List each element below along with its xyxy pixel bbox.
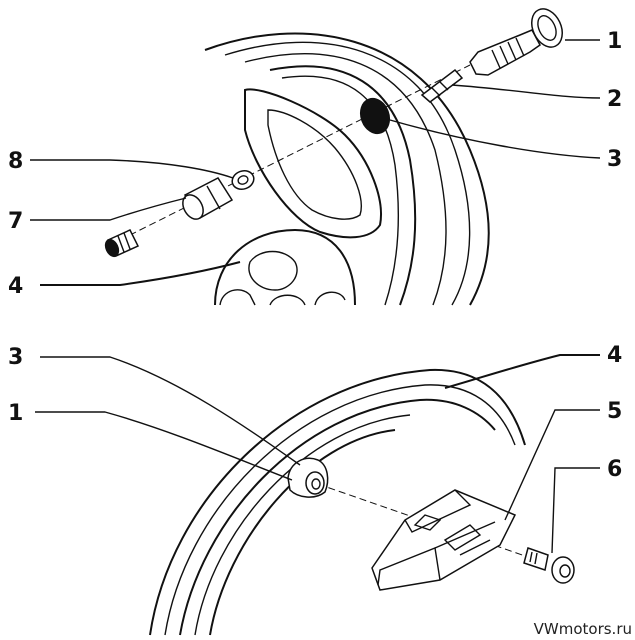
valve-nut-bottom: [287, 457, 329, 498]
wheel-hub: [214, 228, 356, 306]
union-nut: [182, 177, 234, 220]
leader-8-top: [30, 159, 234, 179]
leader-3-top: [389, 119, 601, 159]
top-view: 1 2 3 4 7 8: [8, 8, 622, 306]
callout-8-top: 8: [8, 149, 23, 174]
callout-4-bottom: 4: [607, 343, 622, 368]
valve-stem: [469, 8, 563, 76]
leader-2-top: [451, 84, 601, 99]
wheel-rim-top: [204, 32, 490, 306]
callout-7-top: 7: [8, 209, 23, 234]
callout-1-top: 1: [607, 29, 622, 54]
bottom-view: 3 1 4 5 6: [8, 343, 622, 636]
watermark: VWmotors.ru: [534, 620, 632, 638]
leader-1-bottom: [35, 411, 293, 481]
callout-1-bottom: 1: [8, 401, 23, 426]
rubber-grommet: [359, 97, 391, 135]
leader-6-bottom: [551, 467, 600, 554]
callout-3-bottom: 3: [8, 345, 23, 370]
mounting-screw: [523, 547, 575, 584]
leader-3-bottom: [40, 356, 301, 466]
leader-5-bottom: [504, 409, 600, 521]
leader-4-top: [40, 261, 241, 286]
callout-3-top: 3: [607, 147, 622, 172]
tpms-sensor: [371, 489, 517, 591]
wheel-spoke-window: [244, 88, 382, 239]
wheel-rim-bottom: [149, 368, 526, 636]
leader-4-bottom: [444, 354, 600, 389]
callout-2-top: 2: [607, 87, 622, 112]
callout-6-bottom: 6: [607, 457, 622, 482]
valve-insert: [420, 68, 464, 103]
washer: [231, 169, 255, 191]
callout-4-top: 4: [8, 274, 23, 299]
assembly-axis-top: [109, 64, 471, 246]
valve-cap: [104, 229, 140, 258]
leader-7-top: [30, 197, 187, 221]
callout-5-bottom: 5: [607, 399, 622, 424]
